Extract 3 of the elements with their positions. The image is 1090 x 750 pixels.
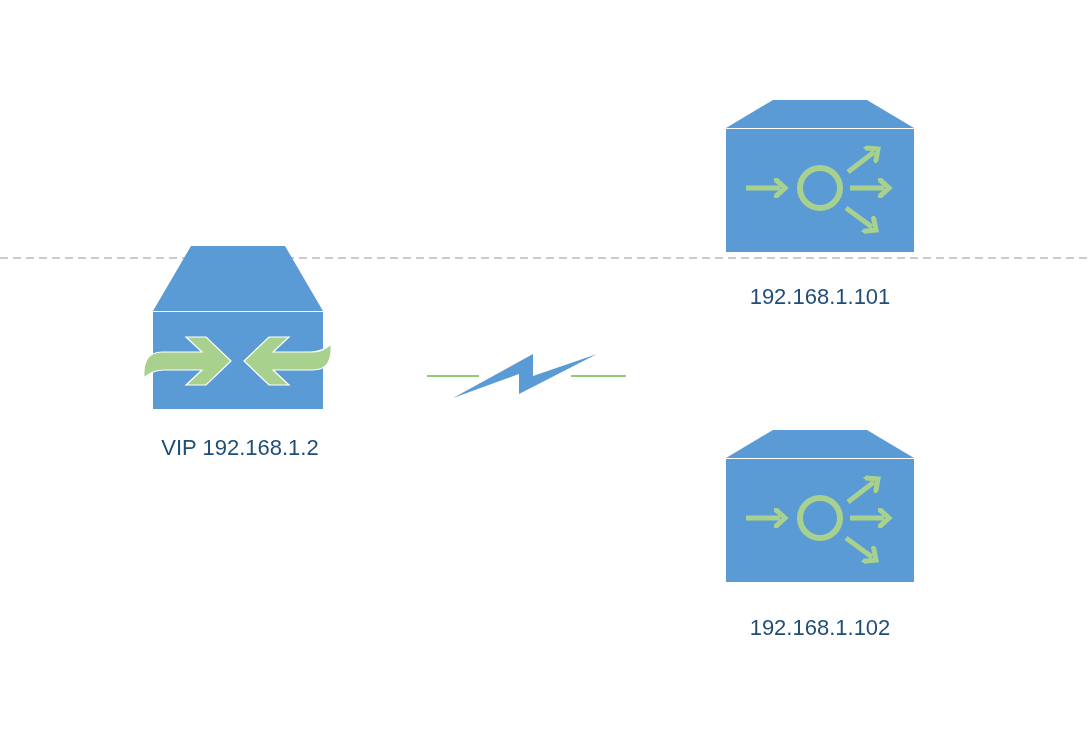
ip-address-label: 192.168.1.102 — [748, 614, 892, 642]
ip-address-label: VIP 192.168.1.2 — [160, 434, 320, 462]
ip-address-label: 192.168.1.101 — [748, 283, 892, 311]
